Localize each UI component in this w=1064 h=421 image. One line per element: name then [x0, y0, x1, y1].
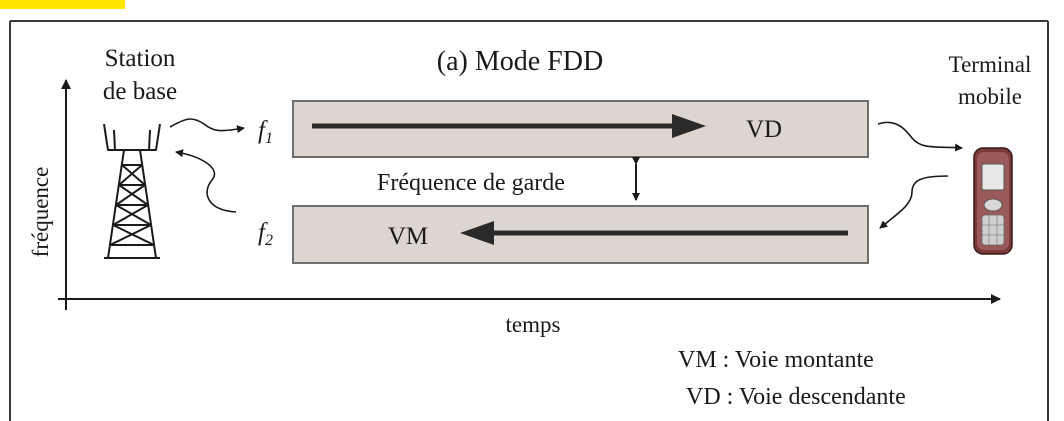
f1-label: f1 [258, 117, 273, 147]
guard-frequency-label: Fréquence de garde [377, 170, 565, 196]
uplink-arrow-head [460, 221, 494, 245]
terminal-label-line2: mobile [958, 84, 1022, 109]
base-station-label-line1: Station [105, 45, 176, 72]
downlink-arrow-head [672, 114, 706, 138]
f2-to-tower-signal-arrow [175, 149, 237, 213]
y-axis-label: fréquence [28, 167, 53, 258]
x-axis-label: temps [506, 312, 561, 337]
terminal-to-band-signal-arrow [879, 175, 949, 229]
tower-icon [103, 123, 161, 259]
base-station-label-line2: de base [103, 78, 177, 105]
f2-label: f2 [258, 219, 273, 249]
downlink-label: VD [746, 116, 782, 143]
terminal-label-line1: Terminal [949, 52, 1032, 77]
diagram-title: (a) Mode FDD [437, 46, 603, 77]
mobile-phone-icon [973, 147, 1013, 255]
downlink-band [292, 100, 869, 158]
legend-uplink: VM : Voie montante [678, 347, 874, 373]
legend-downlink: VD : Voie descendante [686, 384, 906, 410]
tower-to-f1-signal-arrow [169, 118, 245, 134]
band-to-terminal-signal-arrow [877, 121, 963, 152]
uplink-label: VM [388, 223, 428, 250]
accent-tab [0, 0, 125, 9]
